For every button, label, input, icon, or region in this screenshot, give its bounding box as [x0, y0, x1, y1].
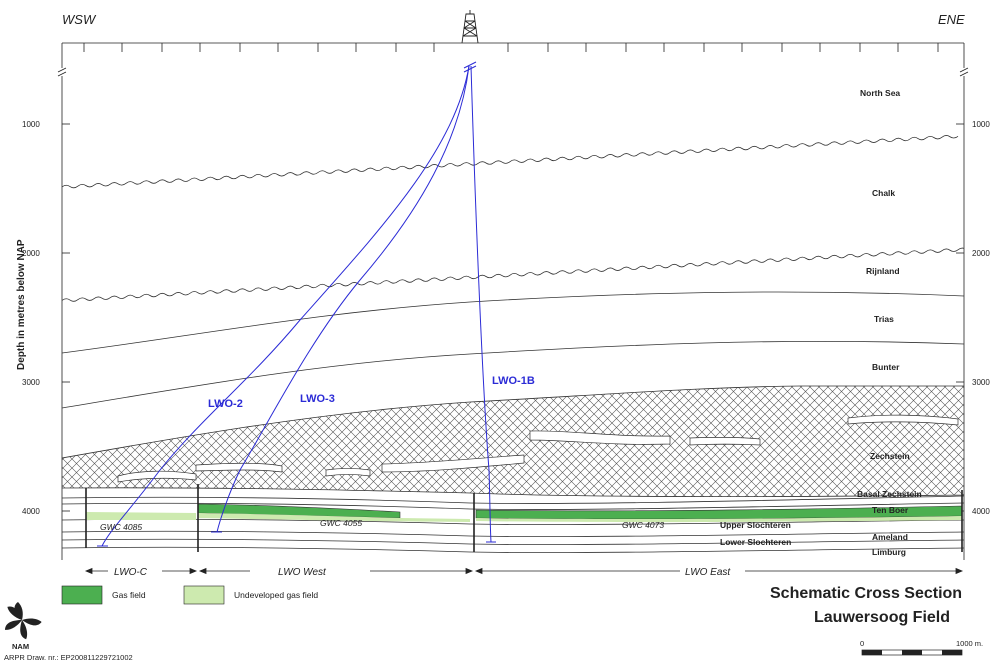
gwc-label-west: GWC 4055 [320, 518, 362, 528]
scale-bar [861, 649, 963, 656]
depth-tick-left: 2000 [22, 249, 40, 258]
depth-tick-left: 3000 [22, 378, 40, 387]
well-lwo-2 [101, 65, 470, 547]
layer-label-ten-boer: Ten Boer [872, 505, 909, 515]
layer-label-rijnland: Rijnland [866, 266, 900, 276]
depth-tick-right: 4000 [972, 507, 990, 516]
well-trajectories [97, 61, 496, 547]
base-rijnland-horizon [62, 291, 964, 354]
layer-label-limburg: Limburg [872, 547, 906, 557]
well-label-lwo-2: LWO-2 [208, 398, 243, 410]
layer-label-upper-slochteren: Upper Slochteren [720, 520, 791, 530]
layer-label-zechstein: Zechstein [870, 451, 910, 461]
block-label-lwo-c: LWO-C [114, 567, 148, 578]
gwc-label-c: GWC 4085 [100, 522, 142, 532]
legend-label-undeveloped: Undeveloped gas field [234, 590, 318, 600]
well-lwo-1b [470, 65, 492, 543]
depth-tick-right: 1000 [972, 120, 990, 129]
layer-label-bunter: Bunter [872, 362, 900, 372]
direction-right: ENE [938, 12, 965, 27]
zechstein-salt-body [62, 385, 964, 498]
block-label-lwo-east: LWO East [685, 567, 731, 578]
layer-label-chalk: Chalk [872, 188, 895, 198]
legend-swatch-gas [61, 585, 103, 605]
undeveloped-gas-c [86, 512, 196, 520]
figure-title-line-2: Lauwersoog Field [814, 609, 950, 626]
drawing-number: ARPR Draw. nr.: EP200811229721002 [4, 653, 133, 662]
depth-tick-left: 1000 [22, 120, 40, 129]
figure-title-line-1: Schematic Cross Section [770, 585, 962, 602]
depth-axis-label: Depth in metres below NAP [16, 239, 27, 370]
layer-label-north-sea: North Sea [860, 88, 900, 98]
depth-tick-left: 4000 [22, 507, 40, 516]
undeveloped-gas-east [476, 516, 962, 523]
depth-tick-right: 2000 [972, 249, 990, 258]
layer-label-trias: Trias [874, 314, 894, 324]
gwc-label-east: GWC 4073 [622, 520, 664, 530]
nam-logo-icon [4, 602, 42, 640]
depth-tick-right: 3000 [972, 378, 990, 387]
layer-label-basal-zechstein: Basal Zechstein [857, 489, 922, 499]
scale-start-label: 0 [860, 639, 864, 648]
drilling-rig-icon [461, 10, 479, 44]
logo-text: NAM [12, 642, 29, 651]
faults [85, 484, 963, 552]
top-frame [62, 42, 964, 52]
legend-swatch-undeveloped [183, 585, 225, 605]
base-north-sea-horizon [62, 135, 959, 189]
direction-left: WSW [62, 12, 97, 27]
well-label-lwo-3: LWO-3 [300, 393, 335, 405]
scale-end-label: 1000 m. [956, 639, 983, 648]
well-lwo-3 [216, 65, 470, 533]
base-chalk-horizon [62, 245, 964, 302]
block-extent-arrows [84, 567, 964, 575]
base-trias-horizon [62, 340, 964, 409]
layer-label-ameland: Ameland [872, 532, 908, 542]
block-label-lwo-west: LWO West [278, 567, 327, 578]
undeveloped-gas-west [198, 513, 470, 522]
well-label-lwo-1b: LWO-1B [492, 375, 535, 387]
legend-label-gas: Gas field [112, 590, 146, 600]
layer-label-lower-slochteren: Lower Slochteren [720, 537, 791, 547]
